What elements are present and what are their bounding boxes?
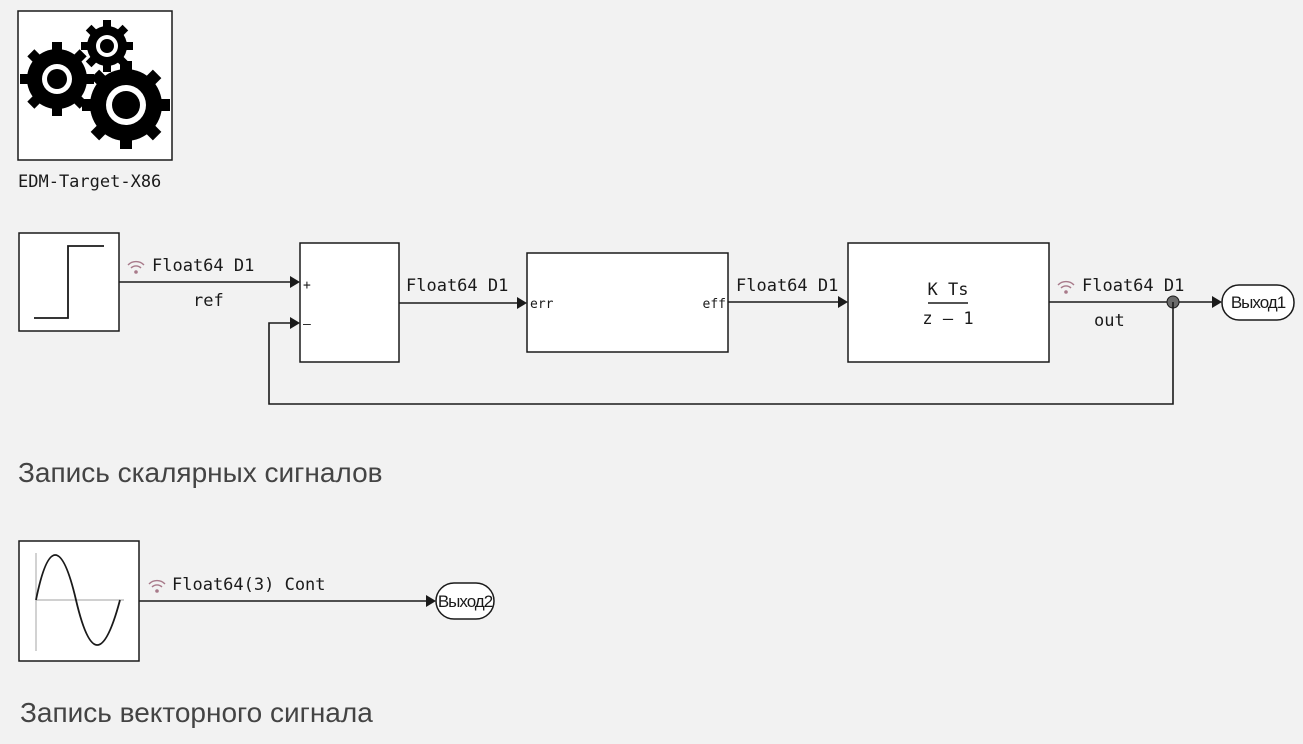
output-terminal-2[interactable]: Выход2 (435, 582, 495, 620)
sum-output-type: Float64 D1 (406, 276, 508, 296)
controller-block[interactable]: err eff (526, 252, 729, 353)
target-label: EDM-Target-X86 (18, 172, 161, 192)
signal-logging-icon (1057, 280, 1075, 294)
target-block[interactable] (17, 10, 173, 161)
controller-err-port: err (530, 297, 554, 312)
controller-eff-port: eff (703, 297, 726, 312)
out-signal-type: Float64 D1 (1082, 276, 1184, 296)
ref-signal-type: Float64 D1 (152, 256, 254, 276)
output-terminal-2-label: Выход2 (438, 592, 493, 611)
discrete-integrator-block[interactable]: K Ts z – 1 (847, 242, 1050, 363)
signal-logging-icon (148, 579, 166, 593)
sine-block[interactable] (18, 540, 140, 662)
sum-minus-port: – (303, 317, 311, 332)
sum-plus-port: + (303, 278, 311, 293)
gears-icon (20, 20, 170, 149)
out-signal-name[interactable]: out (1094, 311, 1125, 331)
wire-feedback[interactable] (268, 302, 1174, 405)
controller-output-type: Float64 D1 (736, 276, 838, 296)
step-icon (34, 245, 104, 319)
output-terminal-1[interactable]: Выход1 (1221, 284, 1295, 321)
signal-logging-icon (127, 260, 145, 274)
sum-block[interactable]: + – (299, 242, 400, 363)
ref-signal-name[interactable]: ref (193, 291, 224, 311)
scalar-section-caption: Запись скалярных сигналов (18, 457, 383, 488)
integrator-numerator: K Ts (928, 280, 969, 300)
output-terminal-1-label: Выход1 (1231, 293, 1286, 312)
sine-wave-icon (35, 553, 124, 651)
integrator-denominator: z – 1 (922, 309, 973, 329)
sine-signal-type: Float64(3) Cont (172, 575, 326, 595)
step-block[interactable] (18, 232, 120, 332)
vector-section-caption: Запись векторного сигнала (20, 697, 373, 728)
